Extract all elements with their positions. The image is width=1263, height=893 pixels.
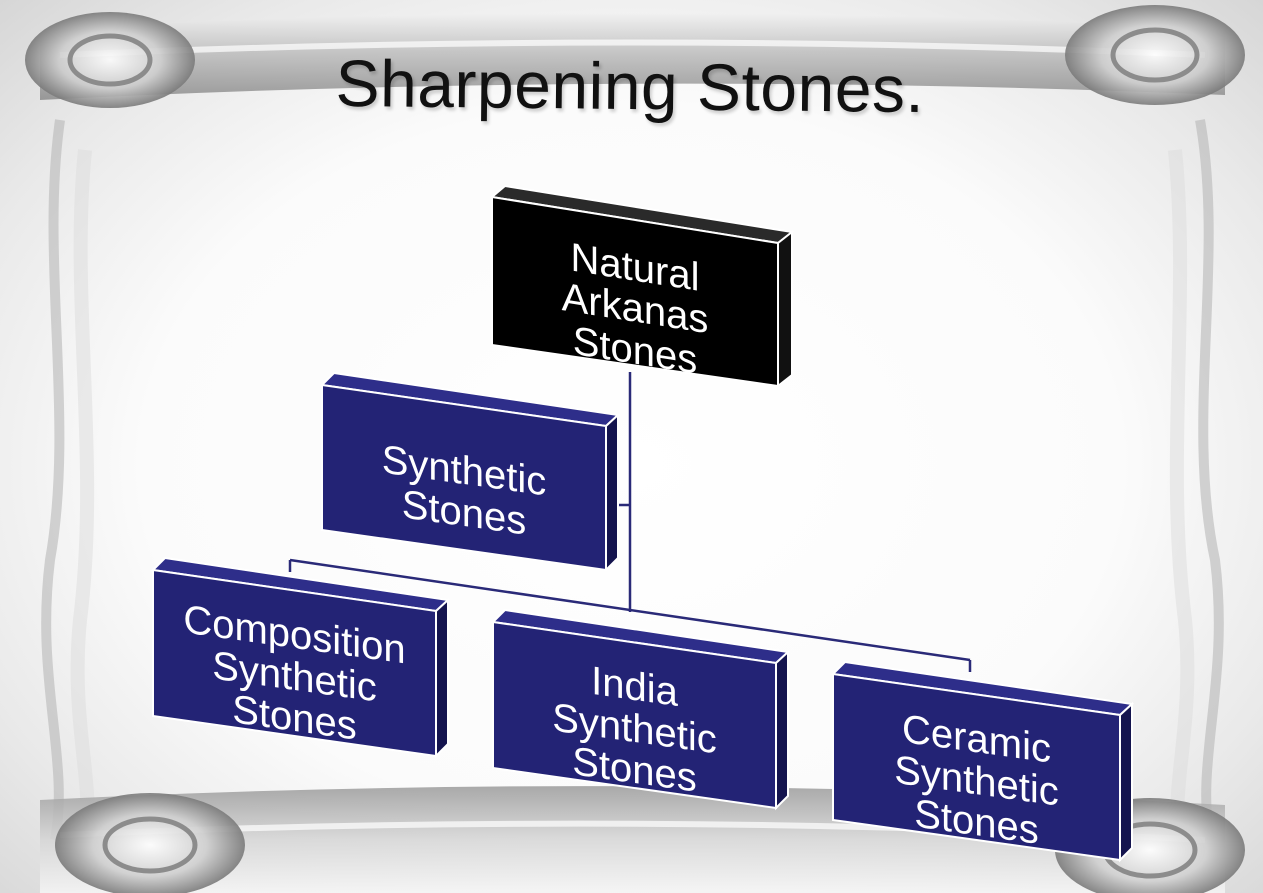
top-scroll-roll: [40, 12, 1225, 100]
child-node-1-shape: [150, 556, 451, 759]
parchment-right-edge: [1195, 119, 1224, 841]
assistant-node-side: [605, 412, 619, 573]
child-node-2-shape: [490, 608, 791, 811]
root-node-shape: [489, 184, 795, 389]
assistant-node-face: [321, 383, 607, 572]
child-node-3-shape: [830, 660, 1135, 863]
connector-horizontal-bar: [289, 558, 971, 662]
assistant-node-shape: [319, 371, 621, 573]
root-node-side: [777, 229, 793, 389]
slide-title: Sharpening Stones.: [335, 45, 925, 127]
parchment-left-edge: [41, 119, 65, 841]
top-left-curl: [25, 12, 195, 108]
root-node-face: [491, 195, 779, 388]
top-right-curl: [1065, 5, 1245, 105]
connector-lines: [288, 372, 972, 672]
bottom-left-curl: [55, 793, 245, 893]
